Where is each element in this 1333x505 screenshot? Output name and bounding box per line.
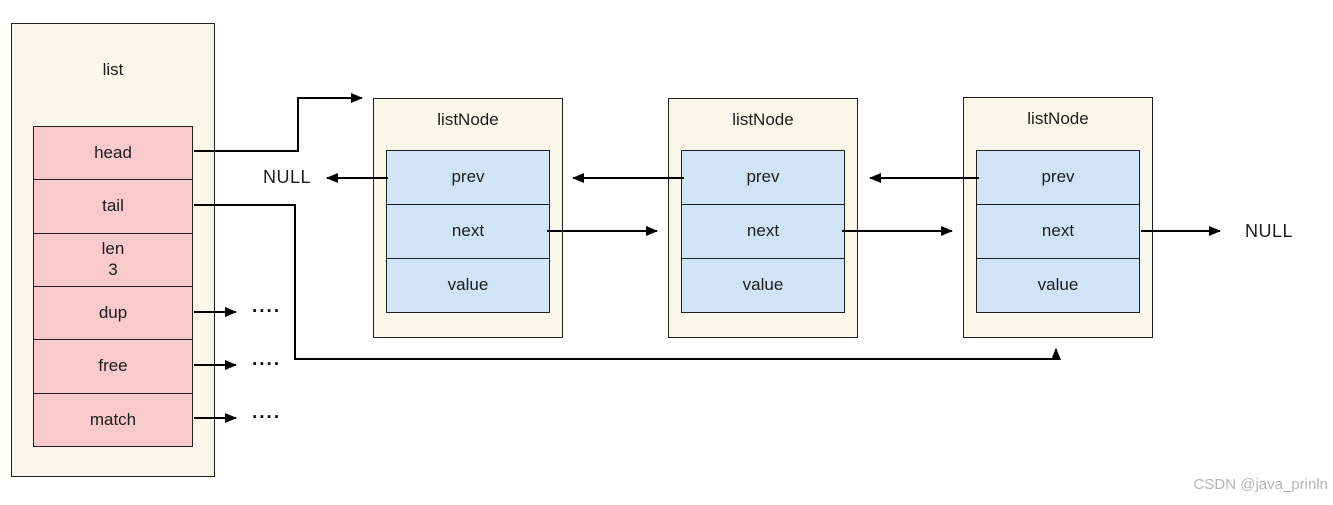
list-row-len-label: len xyxy=(101,239,125,259)
listnode-3-fields: prev next value xyxy=(976,150,1140,313)
node2-prev-label: prev xyxy=(746,167,780,187)
tail-to-node3-arrow xyxy=(194,204,1061,360)
watermark: CSDN @java_prinln xyxy=(1193,476,1328,493)
list-row-tail-label: tail xyxy=(102,196,124,216)
list-struct-rows: head tail len 3 dup free match xyxy=(33,126,193,447)
node2-next-label: next xyxy=(746,221,780,241)
listnode-box-2: listNode prev next value xyxy=(668,98,858,338)
listnode-box-1: listNode prev next value xyxy=(373,98,563,338)
node1-next-cell: next xyxy=(387,205,549,259)
node1-value-label: value xyxy=(447,275,489,295)
head-to-node1-arrow xyxy=(194,93,363,152)
list-row-match: match xyxy=(34,393,192,446)
node3-prev-label: prev xyxy=(1041,167,1075,187)
node2-next-cell: next xyxy=(682,205,844,259)
match-dots: .... xyxy=(252,402,282,423)
listnode-2-title: listNode xyxy=(732,110,794,129)
list-row-tail: tail xyxy=(34,180,192,234)
list-row-match-label: match xyxy=(89,409,137,429)
list-row-free: free xyxy=(34,340,192,394)
node3-next-cell: next xyxy=(977,205,1139,259)
listnode-1-title: listNode xyxy=(437,110,499,129)
list-row-len: len 3 xyxy=(34,233,192,287)
listnode-2-fields: prev next value xyxy=(681,150,845,313)
null-label-prev: NULL xyxy=(262,167,312,187)
dup-dots: .... xyxy=(252,296,282,317)
list-row-head-label: head xyxy=(94,142,132,162)
listnode-3-title: listNode xyxy=(1027,109,1089,128)
listnode-box-3: listNode prev next value xyxy=(963,97,1153,338)
list-row-head: head xyxy=(34,127,192,181)
node2-value-label: value xyxy=(742,275,784,295)
free-dots: .... xyxy=(252,349,282,370)
list-row-free-label: free xyxy=(98,356,128,376)
node1-prev-label: prev xyxy=(451,167,485,187)
list-struct-title: list xyxy=(102,60,124,79)
node1-value-cell: value xyxy=(387,259,549,312)
listnode-1-fields: prev next value xyxy=(386,150,550,313)
node3-prev-cell: prev xyxy=(977,151,1139,205)
list-row-len-value: 3 xyxy=(108,259,118,279)
node2-value-cell: value xyxy=(682,259,844,312)
node2-prev-cell: prev xyxy=(682,151,844,205)
null-label-next: NULL xyxy=(1244,221,1294,241)
node3-next-label: next xyxy=(1041,221,1075,241)
node1-next-label: next xyxy=(451,221,485,241)
node3-value-cell: value xyxy=(977,259,1139,312)
node3-value-label: value xyxy=(1037,275,1079,295)
list-row-dup-label: dup xyxy=(98,302,128,322)
node1-prev-cell: prev xyxy=(387,151,549,205)
list-row-dup: dup xyxy=(34,286,192,341)
